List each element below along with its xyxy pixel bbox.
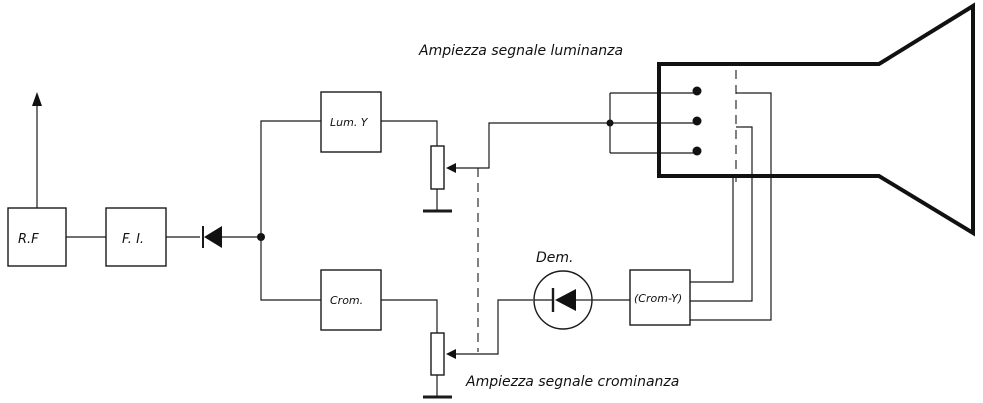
detector-diode	[202, 226, 222, 248]
wire-lum-wiper-crt	[456, 122, 609, 169]
rf-output-arrow	[32, 92, 42, 208]
crom-y-block: (Crom-Y)	[629, 269, 691, 326]
chrominance-potentiometer	[423, 332, 456, 399]
wire-crom-wiper-dem	[456, 299, 533, 355]
wire-cromy-cathode-1	[690, 178, 734, 283]
wire-cromy-cathode-3	[690, 92, 772, 321]
crom-block: Crom.	[320, 269, 382, 331]
wire-lum-pot	[381, 120, 438, 146]
gun-red-dot	[692, 86, 702, 96]
wire-crt-grids	[609, 92, 697, 154]
wire-cromy-cathode-2	[690, 126, 753, 302]
lum-block-label: Lum. Y	[330, 116, 369, 129]
luminance-amplitude-caption: Ampiezza segnale luminanza	[418, 43, 623, 59]
demodulator-label: Dem.	[536, 250, 573, 266]
gun-green-dot	[692, 116, 702, 126]
wire-crom-pot	[381, 299, 438, 333]
rf-block-label: R.F	[18, 232, 39, 247]
crom-y-block-label: (Crom-Y)	[634, 292, 682, 305]
fi-block: F. I.	[105, 207, 167, 267]
wire-junction-crom	[260, 237, 321, 301]
luminance-potentiometer	[423, 145, 456, 213]
chrominance-amplitude-caption: Ampiezza segnale crominanza	[465, 374, 679, 390]
fi-block-label: F. I.	[122, 232, 144, 247]
crom-block-label: Crom.	[330, 294, 363, 307]
demodulator	[533, 270, 593, 330]
rf-block: R.F	[7, 207, 67, 267]
gun-blue-dot	[692, 146, 702, 156]
picture-tube	[657, 2, 975, 237]
lum-block: Lum. Y	[320, 91, 382, 153]
wire-junction-lum	[260, 120, 321, 237]
